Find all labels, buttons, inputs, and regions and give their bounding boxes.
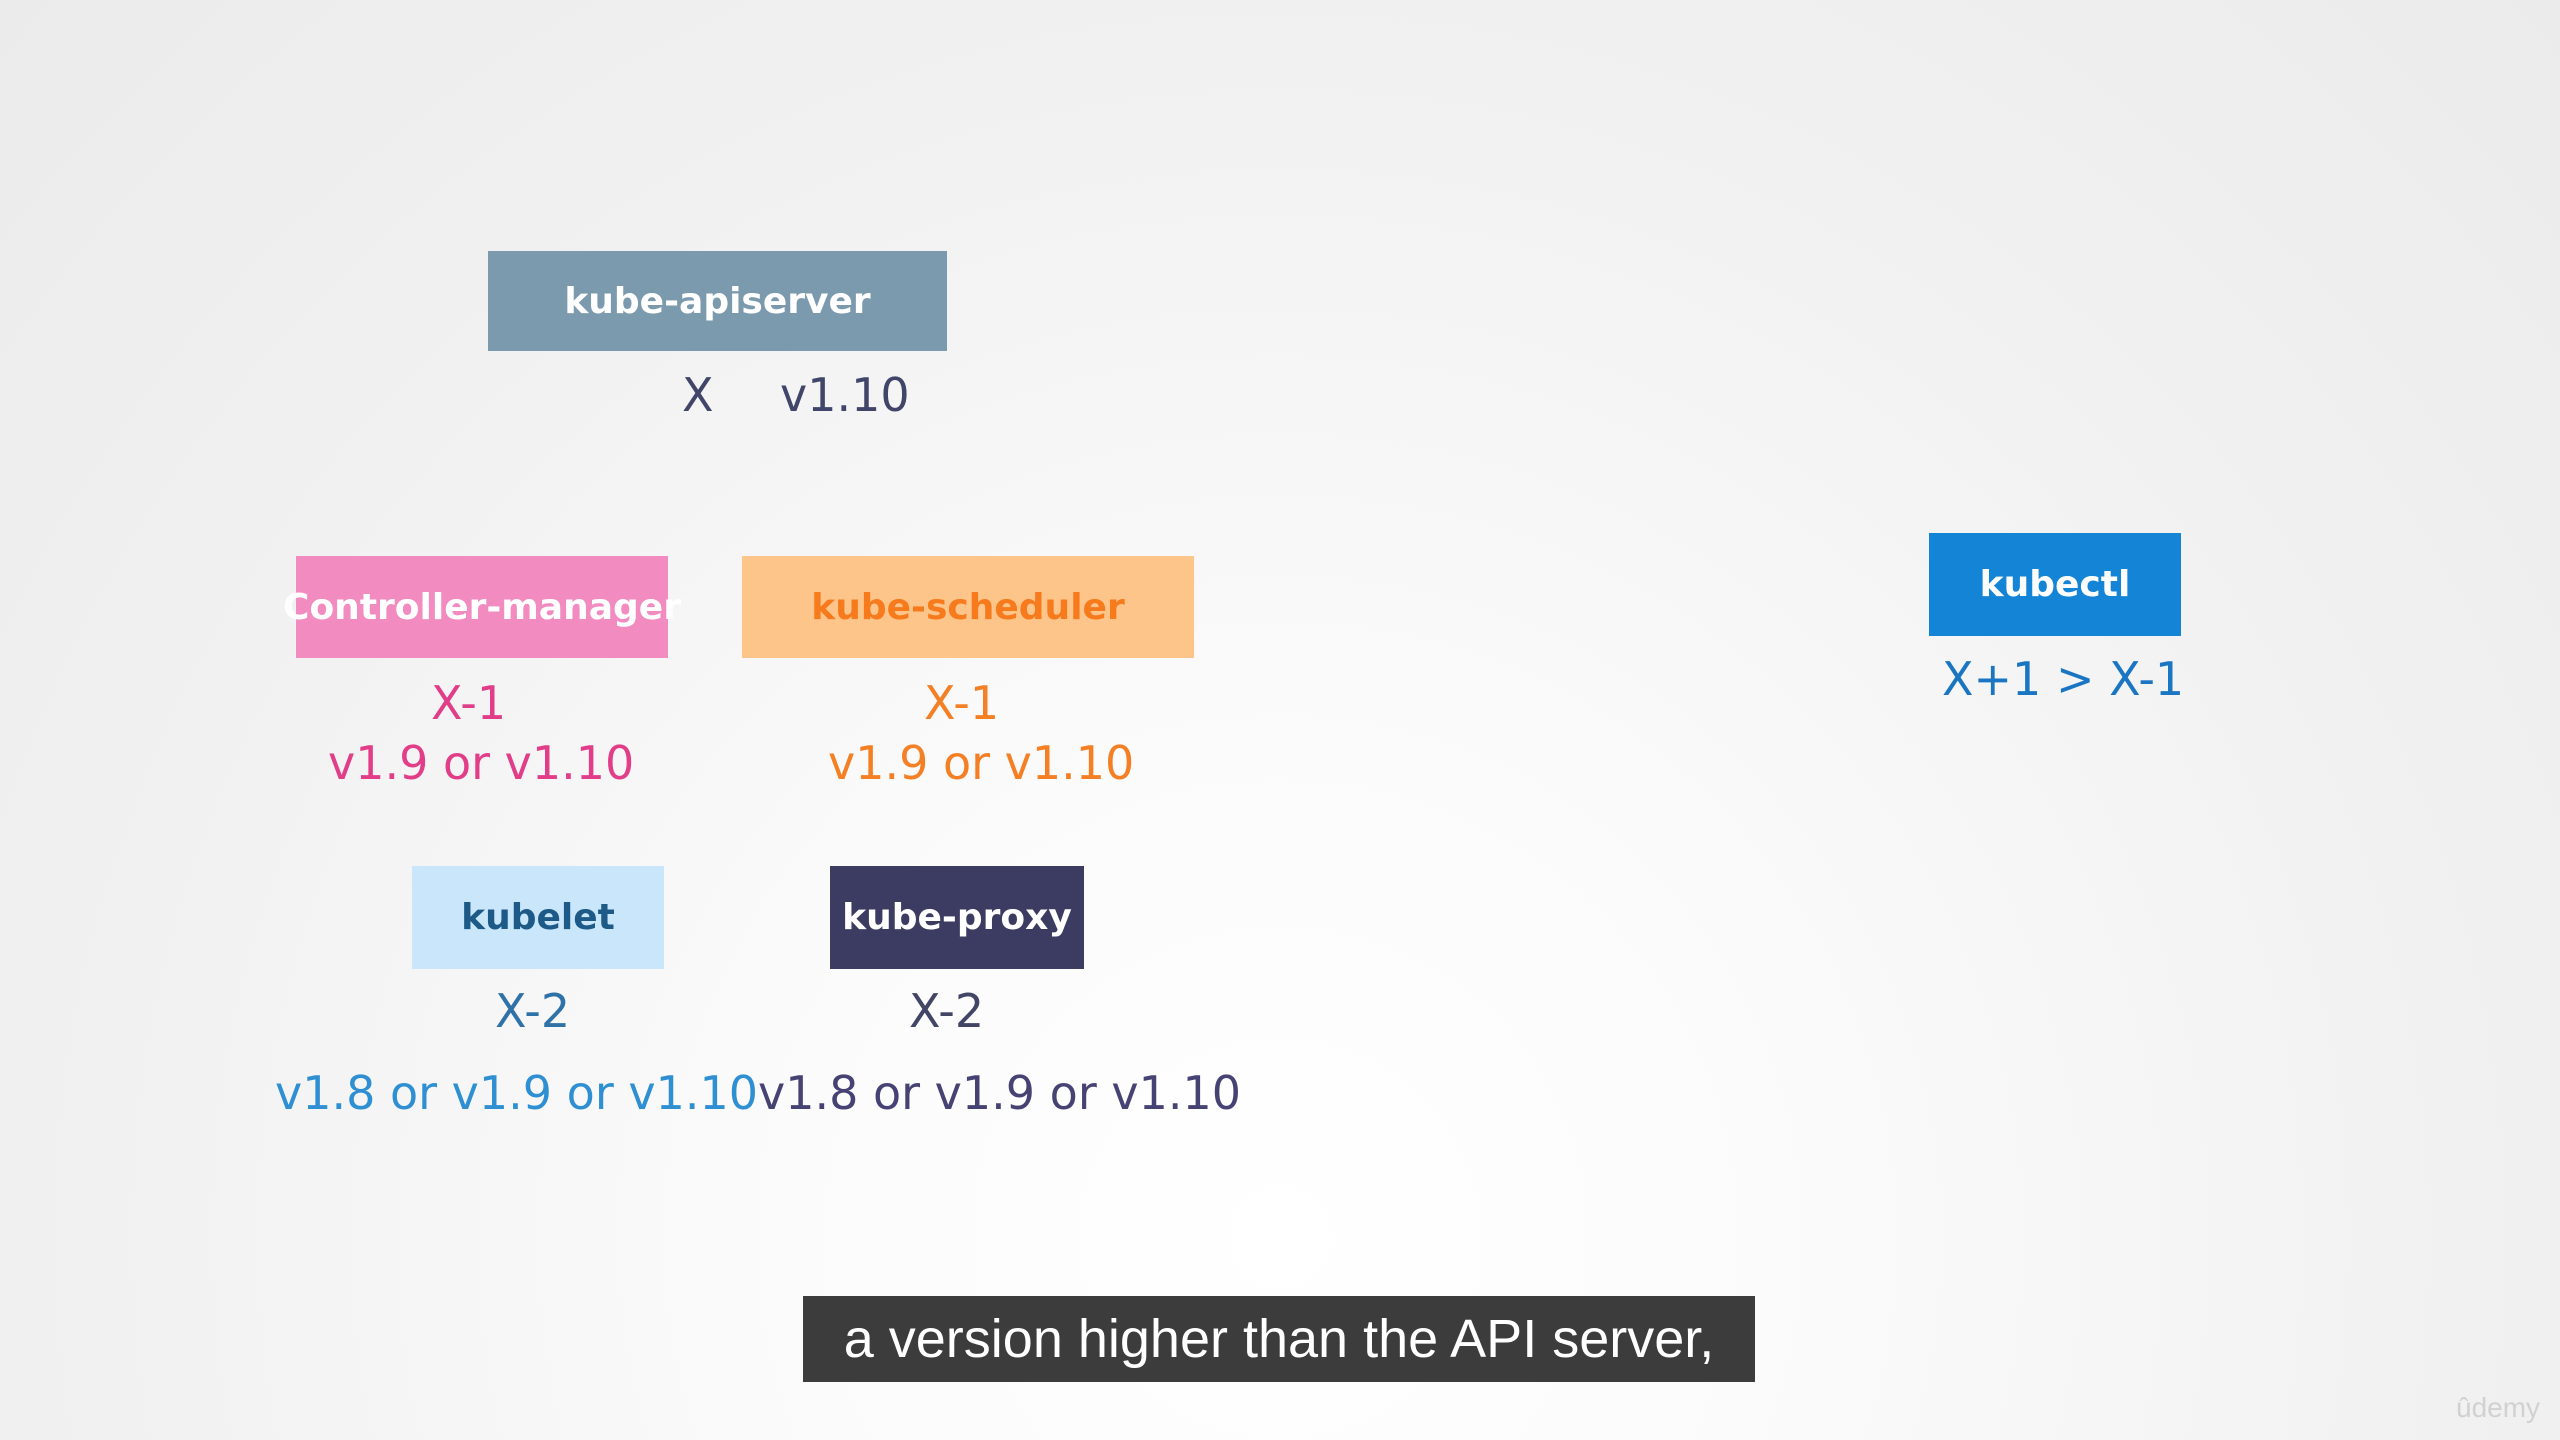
subtitle-text: a version higher than the API server, xyxy=(843,1309,1715,1369)
kubelet-box: kubelet xyxy=(412,866,664,969)
kube-proxy-level: X-2 xyxy=(909,984,985,1038)
kube-scheduler-box: kube-scheduler xyxy=(742,556,1194,658)
controller-manager-versions: v1.9 or v1.10 xyxy=(328,736,635,790)
kube-scheduler-versions: v1.9 or v1.10 xyxy=(828,736,1135,790)
kube-proxy-versions: v1.8 or v1.9 or v1.10 xyxy=(758,1066,1241,1120)
kube-scheduler-label: kube-scheduler xyxy=(811,586,1125,628)
controller-manager-box: Controller-manager xyxy=(283,556,681,658)
kube-apiserver-level: X xyxy=(682,368,714,422)
kube-scheduler-level: X-1 xyxy=(924,676,1000,730)
kube-apiserver-version: v1.10 xyxy=(780,368,910,422)
kube-proxy-label: kube-proxy xyxy=(842,897,1072,938)
kube-apiserver-label: kube-apiserver xyxy=(564,280,871,322)
controller-manager-label: Controller-manager xyxy=(283,586,681,628)
kubectl-version-rule: X+1 > X-1 xyxy=(1942,652,2185,706)
kubectl-label: kubectl xyxy=(1979,564,2131,605)
kubectl-box: kubectl xyxy=(1929,533,2181,636)
kubelet-label: kubelet xyxy=(461,897,615,938)
kube-proxy-box: kube-proxy xyxy=(830,866,1084,969)
kubelet-level: X-2 xyxy=(495,984,571,1038)
udemy-watermark: ûdemy xyxy=(2456,1392,2541,1423)
kubelet-versions: v1.8 or v1.9 or v1.10 xyxy=(275,1066,758,1120)
subtitle-caption: a version higher than the API server, xyxy=(803,1296,1755,1382)
controller-manager-level: X-1 xyxy=(431,676,507,730)
kube-apiserver-box: kube-apiserver xyxy=(488,251,947,351)
